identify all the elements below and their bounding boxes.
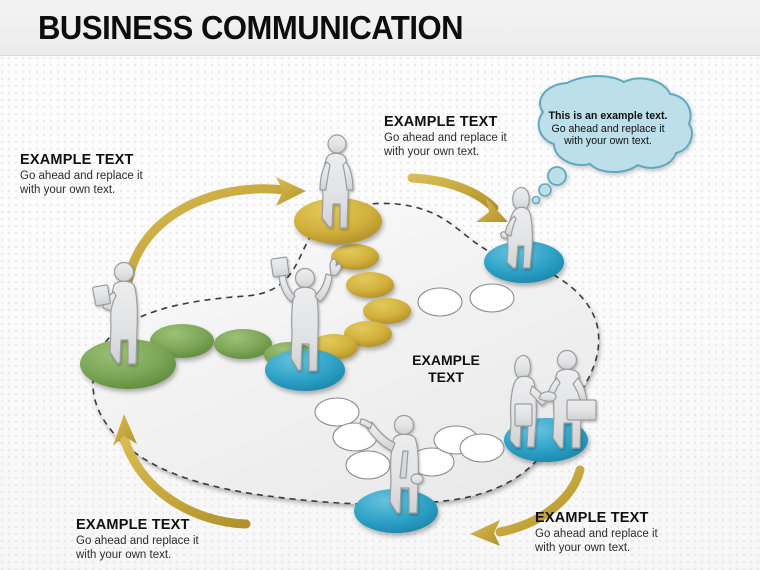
callout-top-line2: with your own text. xyxy=(384,145,480,158)
slide-header: BUSINESS COMMUNICATION xyxy=(0,0,760,56)
callout-top-heading: EXAMPLE TEXT xyxy=(384,114,498,130)
stepping-stones-yellow xyxy=(310,222,411,360)
callout-center[interactable]: EXAMPLE TEXT xyxy=(381,352,511,386)
blue-platform-center xyxy=(265,349,345,391)
blue-platform-bottom-right xyxy=(504,418,588,462)
thought-bubble-icon xyxy=(531,75,693,205)
callout-center-line1: EXAMPLE xyxy=(412,352,480,368)
figure-businessman-standing xyxy=(319,134,354,229)
callout-left-line2: with your own text. xyxy=(20,183,116,196)
figure-businessman-with-tablet xyxy=(92,261,138,365)
callout-bottom-left-heading: EXAMPLE TEXT xyxy=(76,517,190,533)
callout-left-heading: EXAMPLE TEXT xyxy=(20,152,134,168)
callout-top[interactable]: EXAMPLE TEXT Go ahead and replace it wit… xyxy=(384,114,507,159)
yellow-platform xyxy=(294,198,382,244)
page-title: BUSINESS COMMUNICATION xyxy=(38,9,464,46)
callout-bottom-right[interactable]: EXAMPLE TEXT Go ahead and replace it wit… xyxy=(535,510,658,555)
callout-center-line2: TEXT xyxy=(428,369,464,385)
figure-man-pointing xyxy=(359,414,424,514)
arrow-top-to-right xyxy=(407,173,508,222)
callout-bottom-left-line1: Go ahead and replace it xyxy=(76,535,199,547)
thought-bubble-line3: with your own text. xyxy=(564,135,652,148)
figure-handshake-pair xyxy=(509,349,597,449)
callout-bottom-right-line1: Go ahead and replace it xyxy=(535,528,658,540)
thought-bubble-line2: Go ahead and replace it xyxy=(551,122,665,135)
thought-bubble-line1: This is an example text. xyxy=(548,110,668,122)
callout-left[interactable]: EXAMPLE TEXT Go ahead and replace it wit… xyxy=(20,152,143,197)
figure-businesswoman-thinking xyxy=(500,186,533,269)
callout-top-line1: Go ahead and replace it xyxy=(384,132,507,144)
callout-bottom-left-line2: with your own text. xyxy=(76,548,172,561)
callout-bottom-right-heading: EXAMPLE TEXT xyxy=(535,510,649,526)
stepping-stones-white xyxy=(314,283,515,480)
figure-man-cheering xyxy=(270,256,342,372)
callout-left-line1: Go ahead and replace it xyxy=(20,170,143,182)
arrow-bottom-to-left xyxy=(113,414,251,529)
arrow-right-to-bottom xyxy=(470,465,585,546)
callout-bottom-right-line2: with your own text. xyxy=(535,541,631,554)
arrow-left-to-top xyxy=(123,177,306,287)
callout-bottom-left[interactable]: EXAMPLE TEXT Go ahead and replace it wit… xyxy=(76,517,199,562)
thought-bubble-text[interactable]: This is an example text. Go ahead and re… xyxy=(534,110,682,148)
